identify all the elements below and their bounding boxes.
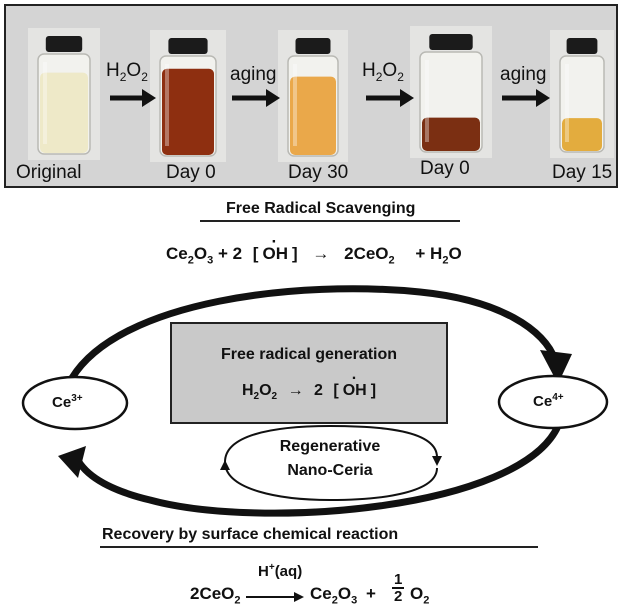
recovery-arrow [246, 592, 304, 602]
recovery-oxygen: O2 [410, 584, 430, 607]
radical-generation-box: Free radical generation H2O2 → 2 [·OH] [170, 322, 448, 424]
recovery-catalyst: H+(aq) [258, 562, 303, 580]
scavenging-title: Free Radical Scavenging [226, 200, 416, 217]
vial-label-day0-a: Day 0 [166, 162, 216, 183]
step-label-aging-2: aging [500, 64, 547, 85]
step-label-h2o2-2: H2O2 [362, 60, 404, 84]
scavenging-underline [200, 220, 460, 222]
regen-label-2: Nano-Ceria [287, 462, 373, 479]
vial-label-day0-b: Day 0 [420, 158, 470, 179]
step-arrow-3-head [400, 89, 414, 107]
recovery-fraction: 1 2 [392, 571, 405, 605]
recovery-title: Recovery by surface chemical reaction [102, 526, 399, 543]
vial-cap [429, 34, 473, 50]
step-arrows [110, 89, 550, 107]
vial-5 [550, 30, 614, 158]
scavenging-equation: Ce2O3 + 2 [·OH] → 2CeO2 + H2O [166, 232, 462, 267]
recovery-products: Ce2O3 + [310, 584, 376, 607]
vial-1 [28, 28, 100, 160]
radical-bracket: [ [252, 244, 259, 263]
upper-arc-arrowhead [540, 350, 572, 384]
vial-liquid [562, 118, 602, 151]
step-arrow-1-head [142, 89, 156, 107]
vials-illustration [28, 26, 614, 162]
regen-label-1: Regenerative [279, 438, 381, 455]
ce4-label: Ce4+ [533, 392, 564, 410]
vial-label-day30: Day 30 [288, 162, 349, 183]
step-arrow-4-head [536, 89, 550, 107]
vial-cap [45, 36, 83, 52]
vial-cap [295, 38, 331, 54]
radical-oh: ·OH [262, 232, 288, 263]
photo-panel: H2O2 aging H2O2 aging Original Day 0 Day… [4, 4, 618, 188]
step-label-h2o2-1: H2O2 [106, 60, 148, 84]
vial-liquid [422, 117, 480, 151]
recovery-underline [100, 546, 538, 548]
vial-label-original: Original [16, 162, 82, 183]
vial-cap [168, 38, 208, 54]
regen-arrow-right [432, 456, 442, 466]
step-label-aging-1: aging [230, 64, 277, 85]
vial-liquid [162, 68, 214, 155]
ce3-label: Ce3+ [52, 393, 83, 411]
box-equation: H2O2 → 2 [·OH] [241, 370, 377, 403]
vial-2 [150, 30, 226, 162]
vial-3 [278, 30, 348, 162]
scavenging-arrow: → [312, 244, 330, 263]
lower-arc-arrowhead [58, 446, 86, 478]
recovery-equation: 2CeO2 [190, 584, 241, 607]
vial-liquid [40, 72, 88, 153]
box-title: Free radical generation [220, 346, 398, 363]
step-arrow-2-head [266, 89, 280, 107]
regen-arrow-left [220, 460, 230, 470]
vial-liquid [290, 76, 336, 155]
vial-label-day15: Day 15 [552, 162, 613, 183]
vial-4 [410, 26, 492, 158]
vial-cap [566, 38, 598, 54]
